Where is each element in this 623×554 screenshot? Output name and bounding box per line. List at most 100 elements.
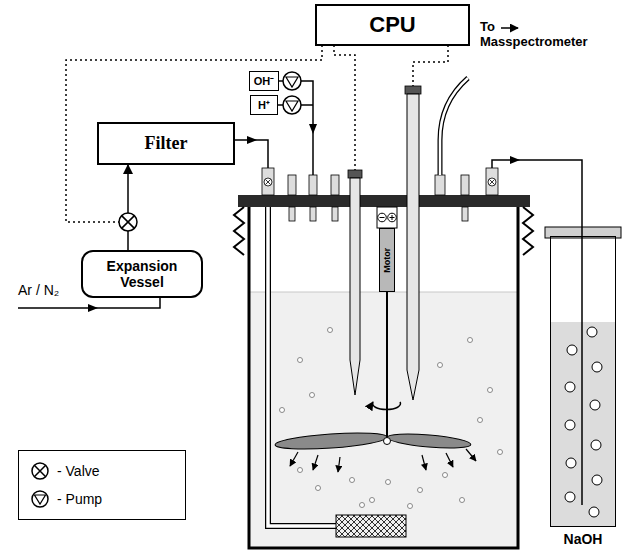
flow-arrows <box>422 455 426 470</box>
gas-bubbles <box>438 363 443 368</box>
stirrer-shaft <box>386 292 388 440</box>
gas-inlet-tube <box>268 207 336 526</box>
gas-bubbles <box>408 504 413 509</box>
motor-terminals <box>377 207 397 228</box>
naoh-bottle: NaOH <box>550 236 616 527</box>
gas-bubbles <box>328 328 333 333</box>
signal-line <box>66 45 322 222</box>
expansion-vessel: Expansion Vessel <box>81 250 203 298</box>
trap-bubbles <box>565 382 575 392</box>
gas-bubbles <box>468 338 473 343</box>
trap-bubbles <box>565 327 602 517</box>
node-label: H⁺ <box>258 99 270 112</box>
lid-port <box>262 168 274 195</box>
flow-arrows <box>338 457 340 472</box>
lid-port <box>310 207 316 221</box>
flow-arrows <box>290 449 476 472</box>
gas-bubbles <box>316 486 321 491</box>
lid-port <box>264 178 272 186</box>
gas-line <box>247 136 257 144</box>
gas-label: Ar / N₂ <box>18 282 108 298</box>
motor-terminals <box>378 213 387 222</box>
signal-line <box>66 45 448 222</box>
long-probe <box>405 86 421 94</box>
lid-port <box>331 175 339 195</box>
legend-box: - Valve - Pump <box>18 450 186 520</box>
node-label: NaOH <box>564 531 603 547</box>
trap-bubbles <box>590 400 600 410</box>
valve-symbol <box>32 463 48 479</box>
reactor-vessel <box>249 206 518 548</box>
gas-bubbles <box>418 488 423 493</box>
valve-symbol <box>119 213 137 231</box>
long-probe <box>405 86 421 400</box>
gas-bubbles <box>298 358 303 363</box>
flow-arrows <box>290 452 298 466</box>
rotation-arrow <box>373 402 401 410</box>
gas-bubbles <box>443 473 448 478</box>
gas-bubbles <box>460 498 465 503</box>
lid-port <box>488 178 496 186</box>
ph-probe <box>348 170 362 395</box>
node-label: Filter <box>145 133 188 154</box>
trap-bottle <box>545 227 621 526</box>
trap-bubbles <box>592 475 602 485</box>
node-label: Motor <box>382 248 392 273</box>
reactor-liquid <box>250 292 517 547</box>
trap-bubbles <box>587 327 597 337</box>
lid-port <box>309 175 317 195</box>
impeller <box>275 430 472 452</box>
trap-bubbles <box>591 440 601 450</box>
flow-arrows <box>446 453 453 467</box>
impeller <box>387 431 472 450</box>
lid-port <box>288 175 296 195</box>
gas-bubbles <box>478 418 483 423</box>
trap-bubbles <box>592 362 602 372</box>
reactor-liquid <box>250 292 517 547</box>
signal-line <box>413 45 448 86</box>
dosing-pump <box>283 72 301 90</box>
motor-terminals <box>377 207 397 228</box>
gas-line <box>88 304 98 312</box>
flow-arrow <box>127 165 129 250</box>
gas-bubbles <box>386 480 391 485</box>
gas-outlet-line <box>492 160 582 505</box>
lid-port <box>490 180 495 185</box>
node-label: OH⁻ <box>254 75 275 88</box>
stirrer-shaft <box>387 292 388 440</box>
vessel-lid <box>523 207 533 255</box>
gas-bubbles <box>280 328 503 509</box>
dosing-pump <box>286 77 298 87</box>
cpu-box: CPU <box>315 4 470 46</box>
node-label: Expansion Vessel <box>83 258 201 290</box>
mass-spec-tube <box>440 78 468 175</box>
dosing-pump <box>286 101 298 111</box>
valve-symbol <box>34 465 45 476</box>
gas-inlet-tube <box>268 207 336 526</box>
long-probe <box>407 94 419 400</box>
reactor-vessel <box>249 206 518 548</box>
vessel-lid <box>238 195 530 207</box>
impeller <box>275 430 388 452</box>
trap-bubbles <box>565 492 575 502</box>
motor-terminals <box>390 215 395 220</box>
gas-bubbles <box>498 450 503 455</box>
valve-symbol <box>122 216 135 229</box>
lid-port <box>266 180 271 185</box>
trap-bubbles <box>565 420 575 430</box>
motor-terminals <box>380 217 385 218</box>
valve-symbol <box>29 460 51 482</box>
reagent-box: H⁺ <box>250 95 278 115</box>
gas-inlet-tube <box>268 207 406 537</box>
lid-port <box>332 207 338 221</box>
ph-probe <box>350 178 360 395</box>
lid-port <box>462 207 468 221</box>
motor-box: Motor <box>379 228 395 292</box>
signal-line <box>334 45 355 170</box>
gas-bubbles <box>280 408 285 413</box>
dosing-pump <box>283 96 301 114</box>
legend-row: - Pump <box>29 488 175 510</box>
gas-bubbles <box>298 468 303 473</box>
legend-row: - Valve <box>29 460 175 482</box>
